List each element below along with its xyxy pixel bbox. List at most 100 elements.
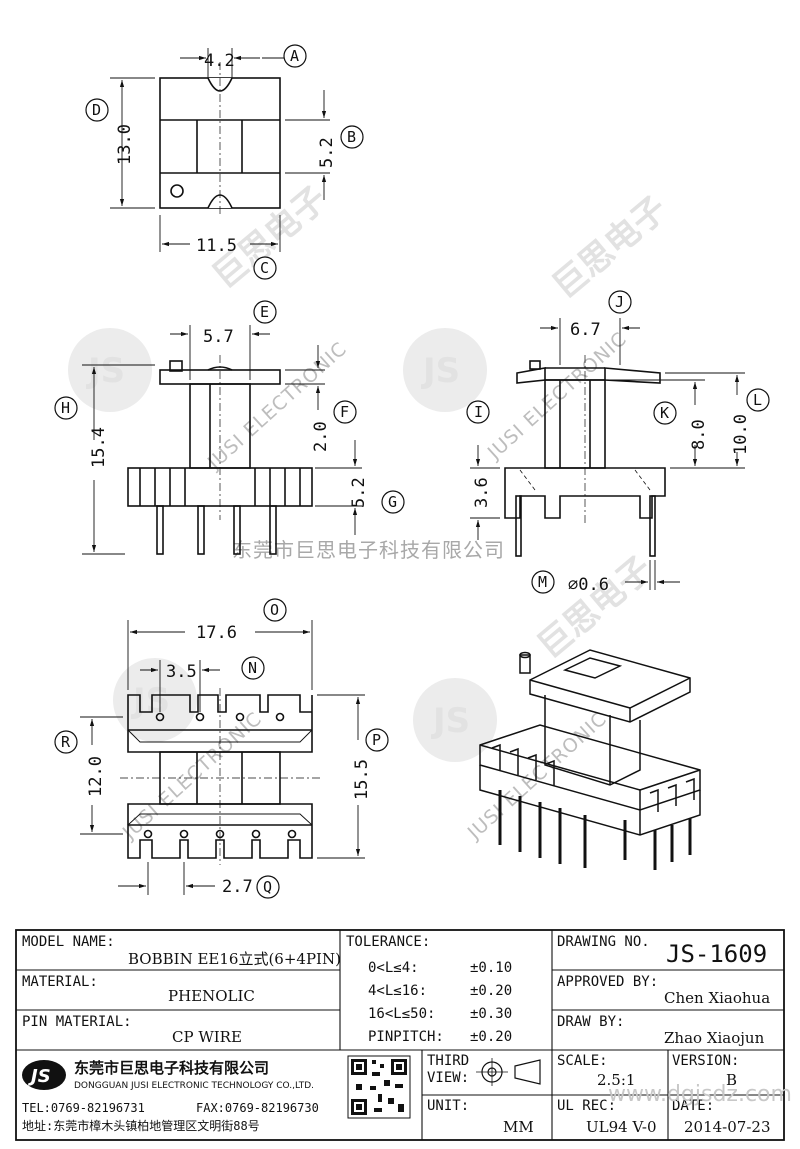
callout-D: D (85, 98, 109, 122)
watermark-logo-4: JS (68, 328, 152, 412)
watermark-company-cn: 东莞市巨思电子科技有限公司 (232, 538, 505, 562)
callout-G: G (381, 490, 405, 514)
front-view (82, 325, 362, 555)
drawing-no-value: JS-1609 (666, 940, 767, 968)
svg-text:G: G (388, 493, 397, 511)
svg-text:M: M (538, 573, 547, 591)
tolerance-label: TOLERANCE: (346, 934, 430, 950)
company-fax: FAX:0769-82196730 (196, 1101, 319, 1115)
ul-rec-label: UL REC: (557, 1098, 616, 1114)
model-name-value: BOBBIN EE16立式(6+4PIN) (128, 950, 341, 968)
pin-material-label: PIN MATERIAL: (22, 1014, 132, 1030)
tolerance-value: ±0.20 (470, 1029, 512, 1045)
company-name-en: DONGGUAN JUSI ELECTRONIC TECHNOLOGY CO.,… (74, 1081, 314, 1091)
dim-17-6: 17.6 (196, 623, 237, 643)
version-label: VERSION: (672, 1053, 739, 1069)
pin-material-value: CP WIRE (172, 1028, 242, 1046)
tolerance-range: PINPITCH: (368, 1029, 444, 1045)
third-view-label: THIRD (427, 1053, 469, 1069)
web-watermark: www.dgjsdz.com (608, 1082, 792, 1107)
dim-15-4: 15.4 (89, 427, 109, 468)
watermark-brand-en: JUSI ELECTRONIC (203, 338, 351, 475)
title-block: MODEL NAME: BOBBIN EE16立式(6+4PIN) MATERI… (15, 929, 792, 1141)
callout-Q: Q (256, 875, 280, 899)
svg-text:Q: Q (263, 878, 272, 896)
dim-11-5: 11.5 (196, 236, 237, 256)
svg-text:J: J (615, 293, 624, 311)
unit-label: UNIT: (427, 1098, 469, 1114)
dim-0-6: ⌀0.6 (568, 575, 609, 595)
dim-8-0: 8.0 (689, 419, 709, 450)
dim-6-7: 6.7 (570, 320, 601, 340)
callout-E: E (253, 300, 277, 324)
top-view (110, 48, 330, 252)
dim-5-7: 5.7 (203, 327, 234, 347)
callout-M: M (531, 570, 555, 594)
date-value: 2014-07-23 (684, 1118, 770, 1136)
svg-text:JS: JS (28, 1066, 51, 1087)
material-value: PHENOLIC (168, 987, 255, 1005)
draw-by-value: Zhao Xiaojun (664, 1029, 765, 1047)
dim-3-6: 3.6 (472, 477, 492, 508)
third-angle-projection-icon (476, 1058, 541, 1086)
callout-F: F (333, 400, 357, 424)
company-logo: JS (22, 1060, 66, 1090)
watermark-logo-2: JS (413, 678, 497, 762)
dim-3-5: 3.5 (166, 662, 197, 682)
svg-text:D: D (92, 101, 101, 119)
date-label: DATE: (672, 1098, 714, 1114)
svg-text:I: I (474, 403, 483, 421)
tolerance-range: 16<L≤50: (368, 1006, 435, 1022)
callout-P: P (365, 728, 389, 752)
watermark-logo-text: JS (421, 351, 460, 391)
isometric-view (479, 649, 701, 870)
svg-text:P: P (372, 731, 381, 749)
callout-R: R (54, 730, 78, 754)
tolerance-range: 4<L≤16: (368, 983, 427, 999)
callout-I: I (466, 400, 490, 424)
svg-text:A: A (290, 47, 299, 65)
callouts: A B C D E F G H I J K L M N O P Q R (54, 44, 770, 899)
company-name-cn: 东莞市巨思电子科技有限公司 (74, 1059, 269, 1077)
dim-10-0: 10.0 (731, 414, 751, 455)
callout-N: N (241, 656, 265, 680)
callout-K: K (653, 401, 677, 425)
dim-2-0: 2.0 (311, 421, 331, 452)
model-name-label: MODEL NAME: (22, 934, 115, 950)
third-view-label: VIEW: (427, 1070, 469, 1086)
watermark-brand-cn: 巨思电子 (530, 549, 660, 667)
tolerance-range: 0<L≤4: (368, 960, 419, 976)
callout-H: H (54, 396, 78, 420)
unit-value: MM (503, 1118, 534, 1136)
version-value: B (726, 1071, 737, 1089)
dim-5-2-top: 5.2 (317, 137, 337, 168)
svg-text:O: O (270, 601, 279, 619)
scale-label: SCALE: (557, 1053, 608, 1069)
svg-text:B: B (347, 128, 356, 146)
svg-text:H: H (61, 399, 70, 417)
callout-A: A (262, 44, 307, 68)
watermark-logo-3: JS (403, 328, 487, 412)
svg-text:N: N (248, 659, 257, 677)
svg-text:C: C (260, 259, 269, 277)
drawing-no-label: DRAWING NO. (557, 934, 650, 950)
watermark-logo-text: JS (431, 701, 470, 741)
side-view (470, 318, 745, 590)
watermark-logo-1: JS (113, 658, 197, 742)
tolerance-value: ±0.20 (470, 983, 512, 999)
approved-by-label: APPROVED BY: (557, 974, 658, 990)
svg-text:K: K (660, 404, 669, 422)
dim-12-0: 12.0 (86, 756, 106, 797)
callout-O: O (263, 598, 287, 622)
tolerance-value: ±0.30 (470, 1006, 512, 1022)
draw-by-label: DRAW BY: (557, 1014, 624, 1030)
dim-13-0: 13.0 (115, 124, 135, 165)
watermark-logo-text: JS (131, 681, 170, 721)
dim-15-5: 15.5 (352, 759, 372, 800)
ul-rec-value: UL94 V-0 (586, 1118, 657, 1136)
qr-code-icon (347, 1055, 411, 1119)
approved-by-value: Chen Xiaohua (664, 989, 770, 1007)
callout-C: C (253, 256, 277, 280)
scale-value: 2.5:1 (597, 1071, 635, 1089)
